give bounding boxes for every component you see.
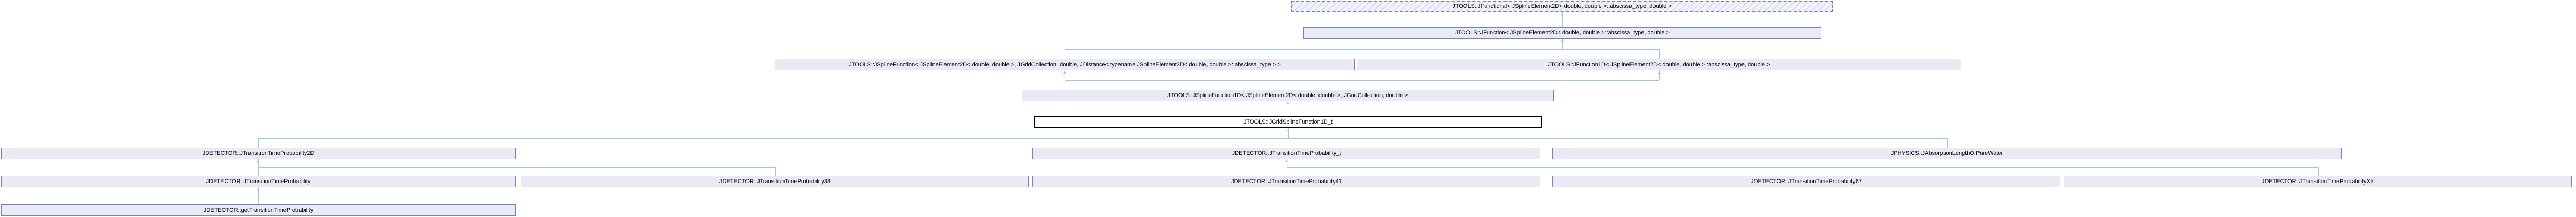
inheritance-edge <box>1947 138 1948 148</box>
class-node[interactable]: JDETECTOR::JTransitionTimeProbability2D <box>1 148 516 159</box>
class-node-label: JTOOLS::JFunctional< JSplineElement2D< d… <box>1452 3 1672 9</box>
inheritance-arrow-icon <box>257 188 260 190</box>
class-node[interactable]: JDETECTOR::JTransitionTimeProbability38 <box>521 176 1029 187</box>
inheritance-edge <box>1562 12 1563 27</box>
inheritance-edge <box>1562 39 1563 49</box>
class-node-label: JDETECTOR::JTransitionTimeProbability <box>206 178 311 185</box>
inheritance-edge <box>1065 80 1288 81</box>
class-node[interactable]: JTOOLS::JFunction1D< JSplineElement2D< d… <box>1357 59 1961 70</box>
class-node-focused: JTOOLS::JGridSplineFunction1D_t <box>1034 116 1542 128</box>
class-node[interactable]: JDETECTOR::JTransitionTimeProbability_t <box>1032 148 1540 159</box>
inheritance-arrow-icon <box>1286 102 1289 104</box>
class-node[interactable]: JPHYSICS::JAbsorptionLengthOfPureWater <box>1552 148 2342 159</box>
class-node-label: JTOOLS::JSplineFunction< JSplineElement2… <box>849 61 1281 68</box>
inheritance-edge <box>258 187 259 204</box>
inheritance-arrow-icon <box>1287 129 1290 131</box>
class-node-label: JTOOLS::JSplineFunction1D< JSplineElemen… <box>1167 92 1408 99</box>
inheritance-arrow-icon <box>1063 71 1066 74</box>
class-node-label: JDETECTOR::getTransitionTimeProbability <box>203 207 314 213</box>
class-node[interactable]: JTOOLS::JFunction< JSplineElement2D< dou… <box>1303 27 1821 39</box>
inheritance-edge <box>1287 167 2318 168</box>
inheritance-edge <box>1659 49 1660 59</box>
class-node-label: JDETECTOR::JTransitionTimeProbability38 <box>719 178 830 185</box>
class-node[interactable]: JDETECTOR::JTransitionTimeProbabilityXX <box>2064 176 2572 187</box>
class-node[interactable]: JDETECTOR::JTransitionTimeProbability67 <box>1552 176 2060 187</box>
class-node-label: JDETECTOR::JTransitionTimeProbability41 <box>1231 178 1342 185</box>
inheritance-edge <box>1065 49 1562 50</box>
inheritance-edge <box>775 167 776 176</box>
inheritance-arrow-icon <box>1285 160 1288 162</box>
class-node[interactable]: JTOOLS::JFunctional< JSplineElement2D< d… <box>1291 1 1833 12</box>
inheritance-edge <box>1288 80 1659 81</box>
inheritance-edge <box>258 167 775 168</box>
inheritance-edge <box>2318 167 2319 176</box>
inheritance-arrow-icon <box>1561 39 1564 42</box>
inheritance-edge <box>1288 138 1947 139</box>
class-node-label: JDETECTOR::JTransitionTimeProbability2D <box>202 150 315 156</box>
inheritance-edge <box>1659 70 1660 80</box>
inheritance-edge <box>258 138 1288 139</box>
class-node[interactable]: JDETECTOR::JTransitionTimeProbability41 <box>1032 176 1540 187</box>
class-node-label: JDETECTOR::JTransitionTimeProbability67 <box>1751 178 1862 185</box>
inheritance-edge <box>258 138 259 148</box>
inheritance-arrow-icon <box>257 160 260 162</box>
class-node[interactable]: JTOOLS::JSplineFunction1D< JSplineElemen… <box>1022 90 1554 101</box>
class-node-label: JTOOLS::JGridSplineFunction1D_t <box>1243 119 1333 125</box>
inheritance-edge <box>1287 138 1288 139</box>
inheritance-arrow-icon <box>1658 71 1661 74</box>
inheritance-edge <box>1288 128 1289 138</box>
class-node[interactable]: JDETECTOR::JTransitionTimeProbability <box>1 176 516 187</box>
class-node-label: JTOOLS::JFunction1D< JSplineElement2D< d… <box>1548 61 1770 68</box>
class-node-label: JDETECTOR::JTransitionTimeProbability_t <box>1231 150 1341 156</box>
class-node-label: JTOOLS::JFunction< JSplineElement2D< dou… <box>1455 29 1670 36</box>
class-node-label: JPHYSICS::JAbsorptionLengthOfPureWater <box>1890 150 2003 156</box>
class-node-label: JDETECTOR::JTransitionTimeProbabilityXX <box>2261 178 2374 185</box>
inheritance-edge <box>258 159 259 167</box>
class-node[interactable]: JDETECTOR::getTransitionTimeProbability <box>1 204 516 216</box>
class-node[interactable]: JTOOLS::JSplineFunction< JSplineElement2… <box>775 59 1355 70</box>
inheritance-arrow-icon <box>1561 13 1564 15</box>
inheritance-edge <box>1562 49 1659 50</box>
